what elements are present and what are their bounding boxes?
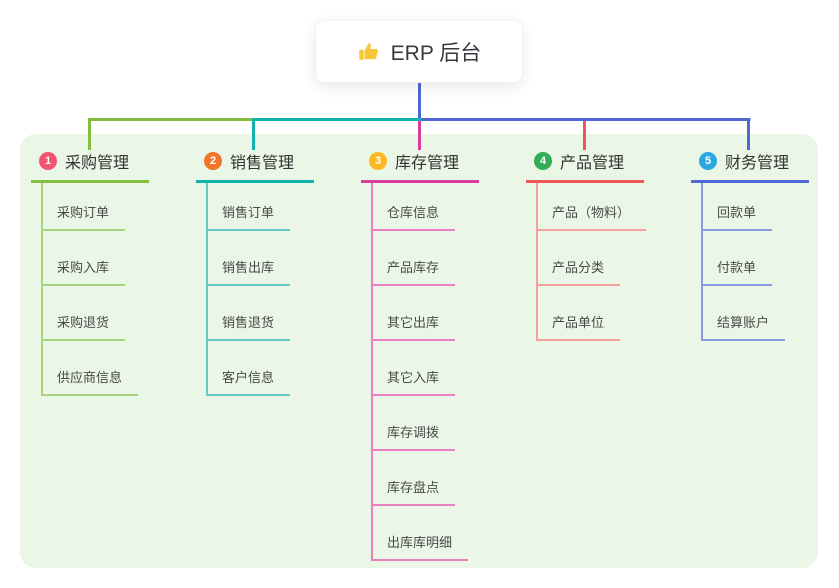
child-node-sales-order[interactable]: 销售订单	[206, 204, 291, 231]
thumbs-up-icon	[358, 42, 378, 60]
mindmap-panel	[20, 134, 818, 568]
child-node-stock-check[interactable]: 库存盘点	[371, 479, 456, 506]
child-node-product-material[interactable]: 产品（物料）	[536, 204, 647, 231]
branch-label-purchase: 采购管理	[65, 155, 130, 172]
child-node-sales-outbound[interactable]: 销售出库	[206, 259, 291, 286]
branch-badge-2: 2	[204, 152, 222, 170]
child-node-payment-doc[interactable]: 付款单	[701, 259, 773, 286]
branch-trunk-purchase	[41, 181, 43, 396]
child-node-product-stock[interactable]: 产品库存	[371, 259, 456, 286]
branch-badge-4: 4	[534, 152, 552, 170]
child-node-stock-transfer[interactable]: 库存调拨	[371, 424, 456, 451]
branch-title-sales[interactable]: 2 销售管理	[196, 149, 315, 183]
branch-label-inventory: 库存管理	[395, 155, 460, 172]
branch-trunk-product	[536, 181, 538, 341]
child-node-purchase-return[interactable]: 采购退货	[41, 314, 126, 341]
child-node-customer-info[interactable]: 客户信息	[206, 369, 291, 396]
branch-badge-3: 3	[369, 152, 387, 170]
child-node-receipt-doc[interactable]: 回款单	[701, 204, 773, 231]
child-node-warehouse-info[interactable]: 仓库信息	[371, 204, 456, 231]
child-node-supplier-info[interactable]: 供应商信息	[41, 369, 139, 396]
branch-title-finance[interactable]: 5 财务管理	[691, 149, 810, 183]
branch-label-finance: 财务管理	[725, 155, 790, 172]
branch-trunk-inventory	[371, 181, 373, 561]
branch-title-purchase[interactable]: 1 采购管理	[31, 149, 150, 183]
root-label: ERP 后台	[390, 41, 482, 65]
child-node-purchase-inbound[interactable]: 采购入库	[41, 259, 126, 286]
branch-badge-5: 5	[699, 152, 717, 170]
branch-trunk-finance	[701, 181, 703, 341]
child-node-outbound-detail[interactable]: 出库库明细	[371, 534, 469, 561]
child-node-other-outbound[interactable]: 其它出库	[371, 314, 456, 341]
child-node-sales-return[interactable]: 销售退货	[206, 314, 291, 341]
root-node[interactable]: ERP 后台	[315, 20, 523, 83]
child-node-product-category[interactable]: 产品分类	[536, 259, 621, 286]
branch-title-inventory[interactable]: 3 库存管理	[361, 149, 480, 183]
child-node-product-unit[interactable]: 产品单位	[536, 314, 621, 341]
child-node-settlement-account[interactable]: 结算账户	[701, 314, 786, 341]
branch-title-product[interactable]: 4 产品管理	[526, 149, 645, 183]
child-node-purchase-order[interactable]: 采购订单	[41, 204, 126, 231]
child-node-other-inbound[interactable]: 其它入库	[371, 369, 456, 396]
branch-label-sales: 销售管理	[230, 155, 295, 172]
branch-badge-1: 1	[39, 152, 57, 170]
branch-trunk-sales	[206, 181, 208, 396]
branch-label-product: 产品管理	[560, 155, 625, 172]
